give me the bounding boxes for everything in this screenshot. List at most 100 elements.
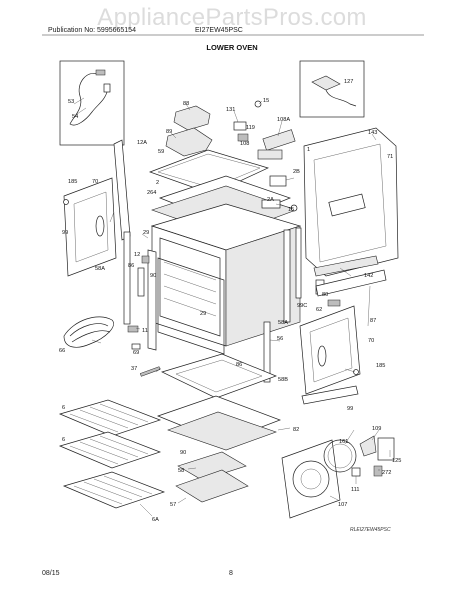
callout-57: 57 bbox=[170, 502, 176, 508]
oven-rack-6-mid-grid bbox=[69, 435, 149, 465]
part-2a bbox=[261, 199, 281, 209]
oven-cavity-right bbox=[225, 225, 301, 347]
callout-6-top: 6 bbox=[62, 405, 65, 411]
part-62 bbox=[327, 299, 341, 307]
oven-rack-6a-grid bbox=[73, 475, 153, 505]
callout-108a: 108A bbox=[277, 117, 290, 123]
oven-rack-6a bbox=[62, 471, 166, 509]
callout-88: 88 bbox=[183, 101, 189, 107]
strip-58a-right bbox=[283, 229, 291, 323]
fan-cover-grille bbox=[292, 460, 330, 498]
oven-rack-guides bbox=[163, 261, 217, 317]
callout-54: 54 bbox=[72, 114, 78, 120]
callout-127: 127 bbox=[344, 79, 353, 85]
callout-119: 119 bbox=[246, 125, 255, 131]
callout-264: 264 bbox=[147, 190, 156, 196]
leader-lines bbox=[73, 97, 391, 517]
callout-58a-left: 58A bbox=[95, 266, 105, 272]
watermark: AppliancePartsPros.com bbox=[97, 4, 367, 31]
fan-motor-125 bbox=[377, 437, 395, 461]
callout-90: 90 bbox=[150, 273, 156, 279]
callout-58: 58 bbox=[178, 468, 184, 474]
side-panel-70-right bbox=[299, 305, 361, 395]
fan-blade-109 bbox=[359, 435, 377, 457]
callout-185-left: 185 bbox=[68, 179, 77, 185]
drawing-reference: RLEI27EW45PSC bbox=[350, 527, 391, 533]
callout-58a-right: 58A bbox=[278, 320, 288, 326]
callout-89: 89 bbox=[166, 129, 172, 135]
back-panel-143-detail bbox=[313, 143, 387, 263]
top-cover-59-edge bbox=[157, 153, 261, 189]
callout-185-right: 185 bbox=[376, 363, 385, 369]
callout-109: 109 bbox=[372, 426, 381, 432]
callout-82: 82 bbox=[293, 427, 299, 433]
part-185-right bbox=[353, 369, 359, 375]
harness-wire bbox=[69, 72, 109, 126]
part-131 bbox=[233, 121, 247, 131]
callout-15-right: 15 bbox=[288, 207, 294, 213]
callout-2: 2 bbox=[156, 180, 159, 186]
callout-272: 272 bbox=[382, 470, 391, 476]
callout-15-top: 15 bbox=[263, 98, 269, 104]
oven-rack-6-top-grid bbox=[69, 403, 149, 433]
callout-1: 1 bbox=[307, 147, 310, 153]
callout-29-top: 29 bbox=[143, 230, 149, 236]
callout-90-bottom: 90 bbox=[180, 450, 186, 456]
part-2b bbox=[269, 175, 287, 187]
callout-99-right: 99 bbox=[347, 406, 353, 412]
callout-11: 11 bbox=[142, 328, 148, 334]
part-108 bbox=[257, 149, 283, 160]
callout-161: 161 bbox=[339, 439, 348, 445]
callout-143: 143 bbox=[368, 130, 377, 136]
callout-108: 108 bbox=[240, 141, 249, 147]
bottom-strip-99 bbox=[301, 385, 359, 405]
part-69 bbox=[131, 343, 141, 350]
footer-date: 08/15 bbox=[42, 570, 60, 577]
front-frame-29 bbox=[157, 257, 225, 355]
harness-plug bbox=[103, 83, 111, 93]
part-86-left bbox=[137, 267, 145, 297]
fan-cover-107 bbox=[281, 439, 341, 519]
part-127-bracket bbox=[311, 75, 341, 91]
diagram-title: LOWER OVEN bbox=[206, 43, 258, 52]
callout-86-left: 86 bbox=[128, 263, 134, 269]
callout-125: 125 bbox=[392, 458, 401, 464]
publication-number: Publication No: 5995665154 bbox=[48, 27, 136, 34]
callout-131: 131 bbox=[226, 107, 235, 113]
side-panel-70-right-detail bbox=[309, 317, 353, 383]
strip-56 bbox=[263, 321, 271, 383]
callout-2b: 2B bbox=[293, 169, 300, 175]
callout-58b: 58B bbox=[278, 377, 288, 383]
part-272 bbox=[373, 465, 383, 477]
oven-floor-82 bbox=[167, 411, 277, 451]
callout-69: 69 bbox=[133, 350, 139, 356]
callout-111: 111 bbox=[351, 487, 360, 493]
harness-connector bbox=[95, 69, 106, 76]
callout-59: 59 bbox=[158, 149, 164, 155]
page-number: 8 bbox=[229, 570, 233, 577]
callout-53: 53 bbox=[68, 99, 74, 105]
callout-12a: 12A bbox=[137, 140, 147, 146]
part-15-right bbox=[290, 204, 298, 212]
bake-panel-58 bbox=[177, 451, 247, 481]
callout-62: 62 bbox=[316, 307, 322, 313]
bottom-panel-58b bbox=[161, 353, 277, 399]
strip-58a-left bbox=[123, 231, 131, 325]
top-cover-59 bbox=[148, 149, 269, 195]
callout-labels: 53 54 127 88 131 15 108A 119 89 12A 108 … bbox=[59, 79, 401, 533]
part-11 bbox=[127, 325, 139, 333]
callout-71: 71 bbox=[387, 154, 393, 160]
part-119 bbox=[237, 133, 249, 142]
callout-80: 80 bbox=[322, 292, 328, 298]
callout-107: 107 bbox=[338, 502, 347, 508]
side-panel-70-left-hole bbox=[95, 215, 105, 237]
oven-cavity-opening bbox=[159, 237, 221, 337]
frame-87 bbox=[315, 269, 387, 297]
callout-12: 12 bbox=[134, 252, 140, 258]
callout-70-left: 70 bbox=[92, 179, 98, 185]
side-panel-70-right-hole bbox=[317, 345, 327, 367]
part-37 bbox=[139, 366, 161, 377]
part-185-left bbox=[63, 199, 69, 205]
oven-rack-6-top bbox=[58, 399, 162, 437]
